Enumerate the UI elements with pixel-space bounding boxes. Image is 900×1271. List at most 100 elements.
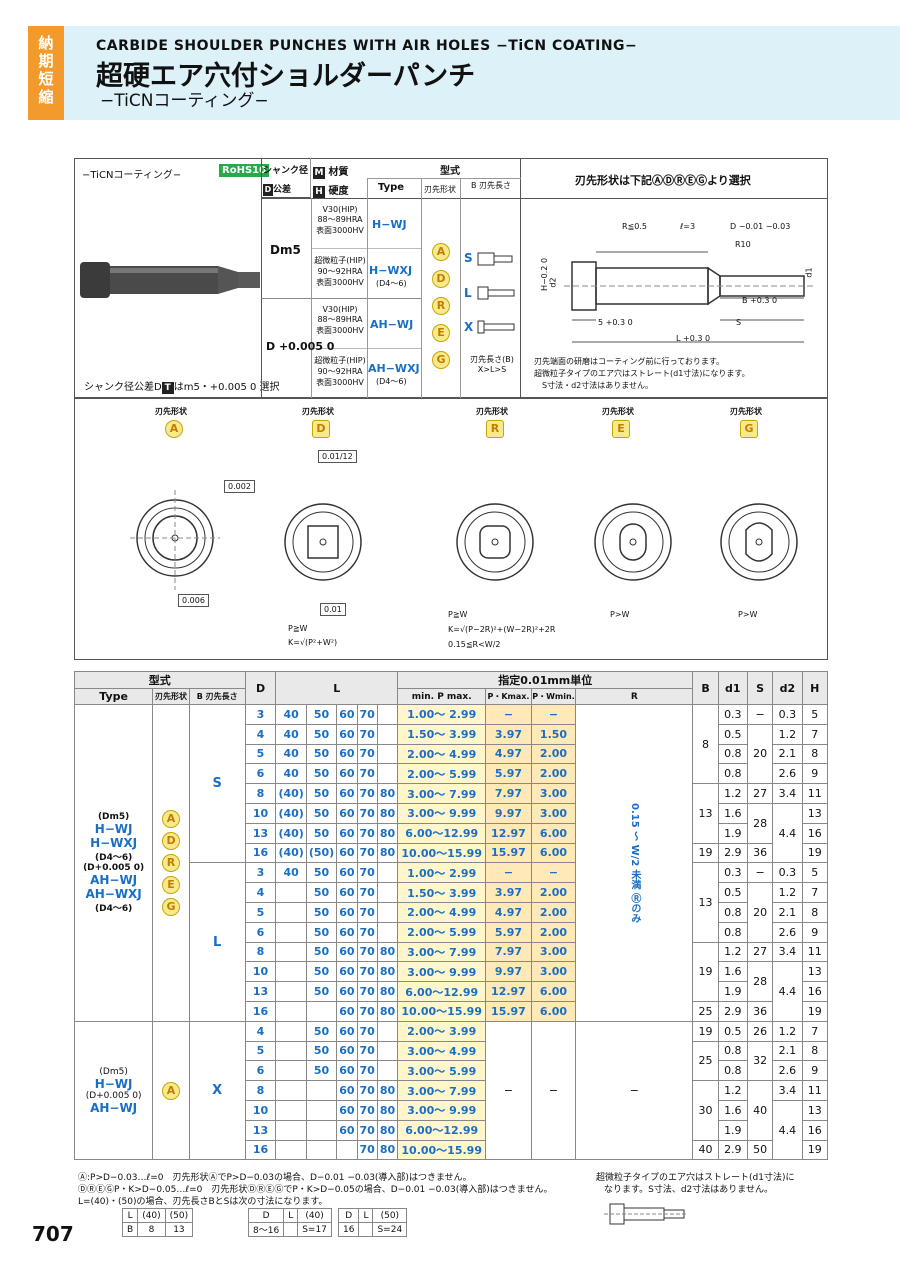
drawing-note-1: 刃先端面の研磨はコーティング前に行っております。 <box>534 357 725 366</box>
tip-badge-g: G <box>740 420 758 438</box>
header-band <box>28 26 900 120</box>
table-cell <box>376 882 399 903</box>
table-cell: 6.00〜12.99 <box>397 822 487 844</box>
b-shape-s: S <box>464 251 473 265</box>
table-cell: 3.97 <box>485 882 532 903</box>
table-cell: 10 <box>244 1099 277 1121</box>
table-cell: 1.2 <box>772 882 803 903</box>
tip-panel <box>74 398 828 660</box>
shank-dm5: Dm5 <box>270 243 301 257</box>
divider <box>367 178 521 179</box>
type-label: H−WJ <box>94 821 133 836</box>
dim-r10: R10 <box>735 240 751 249</box>
table-cell: 70 <box>356 1060 378 1082</box>
table-cell: 60 <box>336 1119 358 1141</box>
table-cell: 6.00 <box>530 981 577 1002</box>
tol-a2: 0.006 <box>178 594 209 607</box>
table-cell <box>275 1119 307 1141</box>
table-cell: 50 <box>305 862 338 884</box>
tip-badge-r: R <box>486 420 504 438</box>
type-label: (D+0.005 0) <box>83 862 145 873</box>
table-cell: 19 <box>801 1000 829 1022</box>
table-cell: 0.3 <box>772 704 803 725</box>
divider <box>367 178 368 398</box>
mini-cell: (50) <box>164 1208 194 1223</box>
table-cell: 3.97 <box>485 723 532 745</box>
table-cell: 80 <box>376 1119 399 1141</box>
table-cell: 0.8 <box>717 901 748 923</box>
table-cell <box>275 1000 307 1022</box>
table-cell: 8 <box>244 941 277 963</box>
table-cell <box>376 901 399 923</box>
table-cell: − <box>575 1020 694 1161</box>
table-cell: ADREG <box>152 704 190 1022</box>
tip-shape-g: G <box>432 351 450 369</box>
table-cell: 10 <box>244 961 277 983</box>
table-cell: 40 <box>692 1139 719 1161</box>
material-4: 超微粒子(HIP) 90〜92HRA 表面3000HV <box>314 356 366 387</box>
table-cell: 3.00 <box>530 783 577 804</box>
table-cell: 80 <box>376 783 399 804</box>
table-cell: 8 <box>801 901 829 923</box>
table-cell: 7.97 <box>485 783 532 804</box>
table-cell: 2.1 <box>772 901 803 923</box>
table-cell: 5 <box>801 704 829 725</box>
table-cell: 80 <box>376 1000 399 1022</box>
table-cell: (40) <box>275 842 307 864</box>
table-cell: 40 <box>275 862 307 884</box>
table-cell: 3.00〜 9.99 <box>397 1099 487 1121</box>
mini-cell: B <box>121 1222 139 1237</box>
table-cell: − <box>485 1020 532 1161</box>
table-cell: 6.00 <box>530 842 577 864</box>
table-cell: 6.00〜12.99 <box>397 981 487 1002</box>
tip-shape-a: A <box>432 243 450 261</box>
table-cell: 27 <box>746 941 774 963</box>
type-label: (D4〜6) <box>95 903 133 914</box>
note-r-2: K=√(P−2R)²+(W−2R)²+2R <box>448 625 556 634</box>
table-cell <box>305 1139 338 1161</box>
b-shape-x: X <box>464 320 474 334</box>
table-cell: 2.9 <box>717 1000 748 1022</box>
th-b: B <box>692 671 719 705</box>
table-cell: X <box>188 1020 246 1161</box>
col-material: M 材質 <box>313 167 349 179</box>
divider <box>311 248 421 249</box>
table-cell: 19 <box>692 1020 719 1042</box>
table-cell: 4.4 <box>772 1099 803 1161</box>
table-cell: 2.00 <box>530 901 577 923</box>
table-cell: 8 <box>244 783 277 804</box>
tip-label-e: 刃先形状 <box>602 407 634 416</box>
table-cell: (40) <box>275 783 307 804</box>
side-tab: 納 期 短 縮 <box>28 26 64 120</box>
th-d2: d2 <box>772 671 803 705</box>
dim-l: L +0.3 0 <box>676 334 711 343</box>
table-cell: 8 <box>244 1080 277 1101</box>
table-cell: 30 <box>692 1080 719 1141</box>
punch-drawing <box>564 251 814 343</box>
type-label: AH−WXJ <box>85 886 142 901</box>
type-range: (D4〜6) <box>376 377 407 386</box>
table-cell: 19 <box>801 1139 829 1161</box>
tip-drawing-g <box>720 503 798 581</box>
table-cell: 15.97 <box>485 842 532 864</box>
divider <box>311 198 312 398</box>
table-cell: 40 <box>275 743 307 765</box>
table-cell: 8 <box>801 1040 829 1062</box>
title-en: CARBIDE SHOULDER PUNCHES WITH AIR HOLES … <box>96 38 638 54</box>
mini-cell <box>358 1222 374 1237</box>
mini-cell: 8〜16 <box>247 1222 285 1237</box>
table-cell: 3.00〜 4.99 <box>397 1040 487 1062</box>
straight-hole-drawing <box>604 1203 688 1225</box>
table-cell: 1.6 <box>717 1099 748 1121</box>
table-cell: 12.97 <box>485 822 532 844</box>
table-cell: 9 <box>801 1060 829 1082</box>
table-cell: 16 <box>801 981 829 1002</box>
table-cell: 70 <box>356 941 378 963</box>
table-cell: 60 <box>336 961 358 983</box>
th-d1: d1 <box>717 671 748 705</box>
table-cell: 16 <box>244 842 277 864</box>
spec-block <box>261 158 521 398</box>
type-label: H−WJ <box>94 1076 133 1091</box>
